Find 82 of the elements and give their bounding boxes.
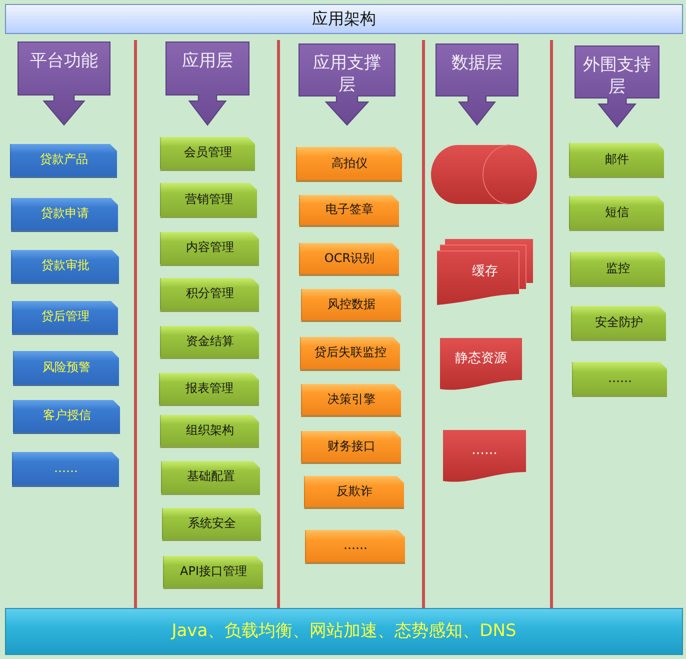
box-label: 反欺诈	[336, 484, 372, 498]
function-box	[12, 452, 119, 487]
box-label: ……	[344, 539, 368, 553]
box-label: OCR识别	[324, 252, 375, 266]
box-label: 决策引擎	[328, 392, 376, 406]
box-label: 平台功能	[29, 50, 99, 72]
box-label: 静态资源	[455, 352, 507, 367]
function-box	[12, 301, 118, 335]
module-box	[159, 373, 259, 406]
header-arrow	[299, 44, 395, 125]
module-box	[299, 195, 399, 227]
module-box	[571, 306, 666, 341]
box-label: 资金结算	[186, 334, 234, 348]
database-cylinder	[430, 144, 538, 205]
function-box	[11, 198, 118, 232]
module-box	[296, 147, 402, 182]
module-box	[160, 232, 259, 266]
box-label: 基础配置	[187, 470, 235, 484]
box-label: 财务接口	[328, 440, 376, 454]
box-label: 客户授信	[43, 409, 91, 423]
box-label: 贷款产品	[40, 153, 88, 167]
module-box	[301, 431, 401, 464]
document-shape	[440, 338, 522, 393]
module-box	[162, 508, 261, 541]
box-label: 报表管理	[186, 382, 234, 396]
function-box	[13, 400, 120, 434]
box-label: 贷款审批	[42, 259, 90, 273]
box-label: 短信	[605, 206, 629, 220]
module-box	[299, 243, 399, 276]
header-arrow	[166, 42, 249, 125]
module-box	[160, 137, 255, 171]
function-box	[11, 250, 119, 284]
box-label: ……	[608, 372, 632, 386]
module-box	[304, 476, 404, 509]
module-box	[569, 143, 664, 178]
box-label: API接口管理	[180, 564, 247, 578]
module-box	[160, 183, 257, 218]
box-label: ……	[54, 462, 78, 476]
module-box	[301, 289, 401, 322]
box-label: 应用层	[181, 50, 234, 72]
box-label: 高拍仪	[332, 156, 368, 170]
module-box	[300, 337, 400, 371]
module-box	[163, 556, 263, 589]
technology-bar	[5, 608, 683, 655]
box-label: 贷款申请	[41, 207, 89, 221]
box-label: 风控数据	[328, 298, 376, 312]
box-label: 邮件	[605, 152, 629, 166]
box-label: 组织架构	[186, 424, 234, 438]
box-label: 会员管理	[184, 146, 232, 160]
box-label: 数据层	[450, 52, 504, 74]
module-box	[160, 278, 259, 312]
box-label: 风险预警	[42, 360, 90, 374]
box-label: 营销管理	[185, 192, 233, 206]
title-bar: 应用架构	[5, 4, 683, 34]
module-box	[570, 252, 665, 287]
box-label: 贷后管理	[42, 310, 90, 324]
module-box	[305, 530, 405, 564]
box-label: 安全防护	[595, 316, 643, 330]
box-label: 积分管理	[186, 287, 234, 301]
box-label: 缓存	[472, 265, 498, 280]
module-box	[572, 362, 667, 397]
function-box	[13, 351, 119, 386]
multi-document-shape	[437, 239, 533, 306]
module-box	[161, 461, 260, 495]
box-label: 外围支持层	[582, 54, 652, 98]
box-label: 贷后失联监控	[314, 346, 386, 360]
header-arrow	[436, 44, 518, 125]
box-label: 系统安全	[188, 516, 236, 530]
box-label: 监控	[606, 262, 630, 276]
box-label: 应用支撑层	[312, 52, 382, 96]
function-box	[10, 144, 117, 178]
module-box	[569, 196, 664, 231]
box-label: 内容管理	[186, 241, 234, 255]
module-box	[160, 326, 259, 359]
header-arrow	[575, 46, 659, 127]
box-label: 电子签章	[326, 203, 374, 217]
header-arrow	[18, 42, 110, 125]
box-label: ……	[472, 444, 498, 459]
module-box	[301, 384, 401, 417]
module-box	[160, 415, 259, 448]
box-label: Java、负载均衡、网站加速、态势感知、DNS	[172, 622, 516, 642]
document-shape	[443, 430, 526, 485]
